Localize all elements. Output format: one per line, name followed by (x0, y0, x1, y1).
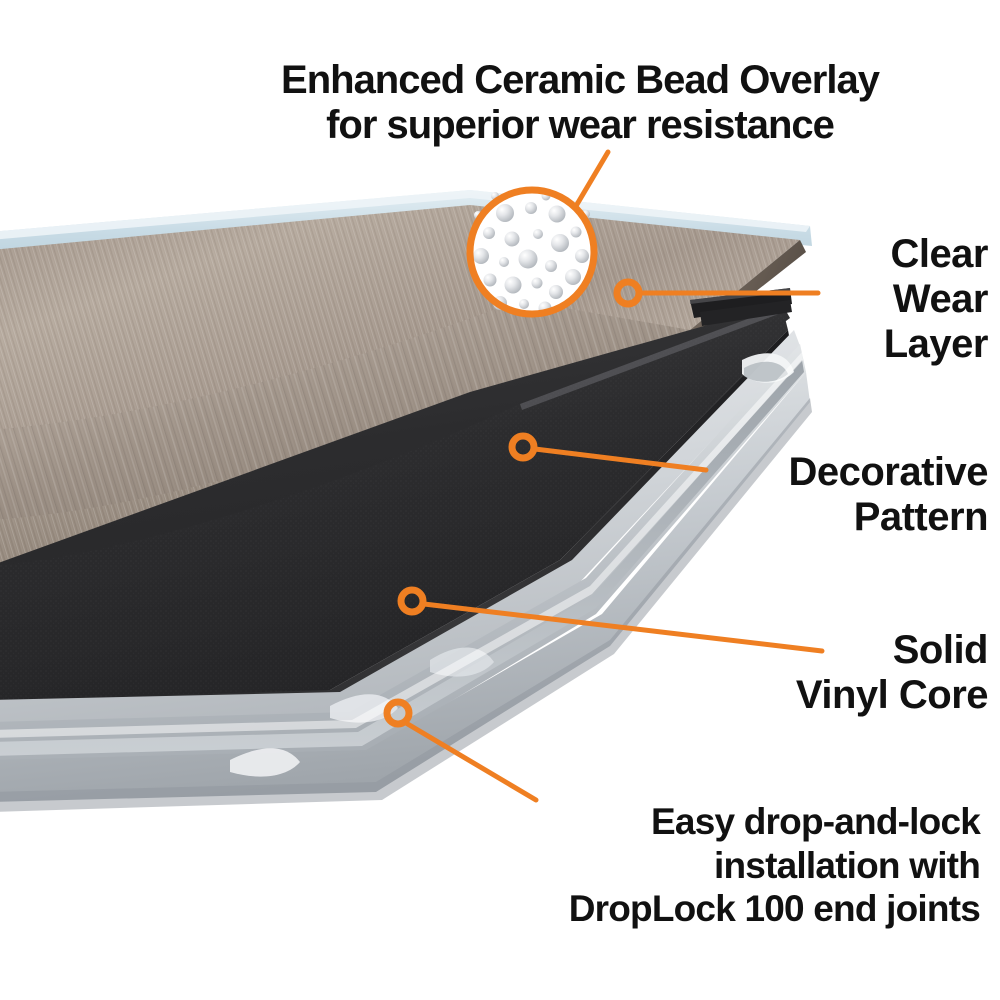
leader-droplock (403, 720, 539, 803)
solid-vinyl-core-layer (0, 304, 792, 744)
clear-wear-layer-film (0, 190, 812, 256)
ceramic-bead-magnifier (466, 186, 598, 318)
plank-right-edge (700, 300, 792, 326)
callout-dot-droplock (383, 698, 413, 728)
headline-ceramic-bead-overlay: Enhanced Ceramic Bead Overlay for superi… (281, 58, 880, 147)
droplock-base-layer (0, 330, 812, 812)
leader-decorative-pattern (532, 446, 709, 473)
label-decorative-pattern: Decorative Pattern (788, 450, 988, 540)
callout-dot-decorative-pattern (508, 432, 538, 462)
callout-dot-clear-wear-layer (613, 278, 643, 308)
callout-dots (383, 278, 643, 728)
leader-ceramic-bead (573, 149, 611, 209)
label-clear-wear-layer: Clear Wear Layer (883, 232, 989, 367)
label-droplock-installation: Easy drop-and-lock installation with Dro… (568, 801, 981, 930)
callout-leaders (403, 149, 825, 803)
callout-dot-solid-vinyl-core (397, 586, 427, 616)
leader-solid-vinyl-core (421, 601, 825, 654)
label-solid-vinyl-core: Solid Vinyl Core (795, 628, 989, 718)
